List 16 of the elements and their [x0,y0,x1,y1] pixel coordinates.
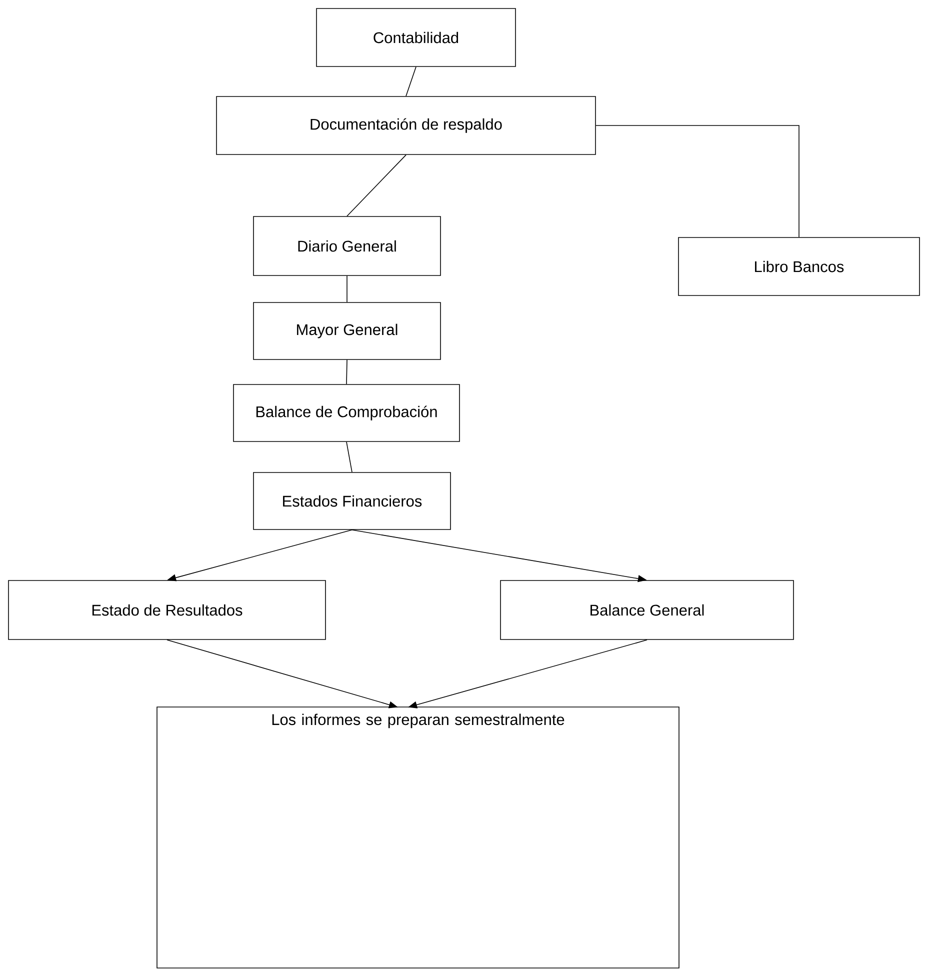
process-box: Balance de Comprobación [233,384,460,442]
process-box: Balance General [500,580,794,640]
process-box: Estados Financieros [253,472,451,530]
connector-line [406,66,416,96]
process-box: Libro Bancos [678,237,920,296]
process-box: Estado de Resultados [8,580,326,640]
connector-line [596,125,800,238]
connector-line [346,360,348,384]
connector-line [346,276,348,302]
process-box: Diario General [253,216,441,276]
process-box: Documentación de respaldo [216,96,596,155]
process-box: Contabilidad [316,8,516,67]
process-box: Mayor General [253,302,441,360]
process-box: Los informes se preparan semestralmente [156,706,680,968]
connector-line [346,442,352,472]
connector-line [346,154,406,217]
